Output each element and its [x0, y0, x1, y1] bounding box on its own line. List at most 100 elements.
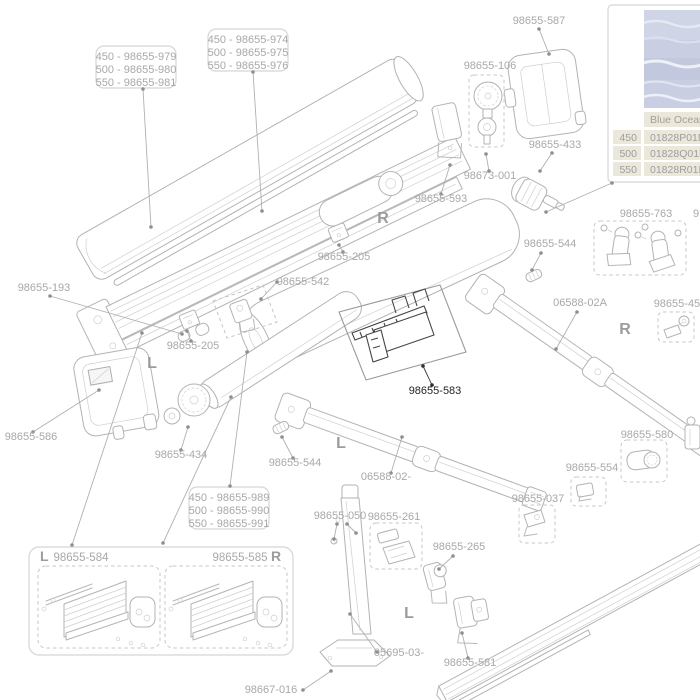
fabric-box: Blue Ocean 450 01828P01N 500 01828Q01N 5… — [607, 4, 700, 183]
leader-dot — [484, 152, 488, 156]
leader-dot — [460, 631, 464, 635]
arm-l-drawing — [274, 392, 547, 512]
part-label-lbl-261: 98655-261 — [368, 511, 421, 523]
leader-line — [545, 182, 613, 213]
part-205a-drawing — [327, 222, 349, 243]
kit-box-b — [207, 28, 289, 72]
leader-dot — [544, 210, 548, 214]
fabric-row-size: 450 — [619, 132, 637, 144]
leader-dot — [451, 554, 455, 558]
part-label-lbl-763: 98655-763 — [620, 208, 673, 220]
leader-line — [422, 365, 433, 386]
part-label-lbl-050: 98655-050 — [314, 510, 367, 522]
kit-c-line-2: 550 - 98655-991 — [189, 518, 270, 530]
part-label-lbl-205a: 98655-205 — [318, 251, 371, 263]
part-label-lbl-580: 98655-580 — [621, 429, 674, 441]
part-106-drawing — [468, 74, 505, 148]
part-581-drawing — [453, 595, 489, 645]
part-label-lbl-554: 98655-554 — [566, 462, 619, 474]
leader-dot — [421, 364, 425, 368]
end-kit-left-drawing — [41, 580, 156, 648]
part-593-drawing — [431, 102, 463, 159]
leader-dot — [348, 612, 352, 616]
part-label-lbl-544a: 98655-544 — [524, 238, 577, 250]
part-label-lbl-0569: 05695-03- — [374, 647, 424, 659]
part-label-lbl-593: 98655-593 — [415, 193, 468, 205]
part-label-lbl-542: 98655-542 — [277, 276, 330, 288]
leader-dot — [245, 350, 249, 354]
kit-a-line-2: 550 - 98655-981 — [96, 77, 177, 89]
part-label-lbl-02: 06588-02- — [361, 471, 411, 483]
leader-dot — [547, 52, 551, 56]
part-544a-drawing — [525, 268, 543, 283]
leader-dot — [537, 27, 541, 31]
part-label-lbl-581: 98655-581 — [444, 657, 497, 669]
kit-b-line-2: 550 - 98655-976 — [208, 60, 289, 72]
leader-line — [142, 88, 152, 228]
part-label-lbl-673: 98673-001 — [464, 170, 517, 182]
leader-line — [538, 28, 550, 55]
leader-dot — [329, 669, 333, 673]
leader-line — [71, 332, 143, 546]
leader-line — [162, 396, 232, 544]
leader-line — [390, 436, 403, 474]
leader-dot — [430, 383, 434, 387]
leader-dot — [260, 209, 264, 213]
part-label-lbl-434: 98655-434 — [155, 449, 208, 461]
part-544b-drawing — [272, 420, 290, 435]
leader-line — [461, 632, 469, 659]
part-label-lbl-544b: 98655-544 — [269, 457, 322, 469]
part-554-drawing — [570, 476, 607, 507]
part-205b-drawing — [178, 309, 200, 330]
awning-lid-drawing — [76, 56, 424, 286]
part-label-lbl-433: 98655-433 — [529, 139, 582, 151]
leader-dot — [189, 339, 193, 343]
kit-c-line-1: 500 - 98655-990 — [189, 505, 270, 517]
leader-line — [302, 670, 332, 691]
leader-dot — [97, 388, 101, 392]
leader-dot — [179, 448, 183, 452]
part-label-lbl-586: 98655-586 — [5, 431, 58, 443]
fabric-row-code: 01828R01N — [650, 164, 700, 176]
leader-dot — [400, 435, 404, 439]
leader-dot — [161, 541, 165, 545]
leader-dot — [354, 531, 358, 535]
kit-a-line-1: 500 - 98655-980 — [96, 64, 177, 76]
end-kit-right-drawing — [168, 580, 283, 648]
leader-line — [252, 71, 263, 212]
leader-dot — [280, 435, 284, 439]
leader-dot — [335, 522, 339, 526]
leader-dot — [575, 310, 579, 314]
leader-dot — [259, 297, 263, 301]
leader-dot — [345, 522, 349, 526]
panel-left-number: 98655-584 — [54, 552, 110, 564]
leader-line — [180, 426, 189, 451]
leader-line — [440, 164, 451, 195]
leader-dot — [185, 329, 189, 333]
part-label-lbl-02a: 06588-02A — [553, 297, 607, 309]
leader-dot — [275, 280, 279, 284]
leader-line — [260, 281, 278, 300]
leader-line — [346, 523, 357, 534]
leader-dot — [610, 181, 614, 185]
fabric-swatch — [644, 10, 700, 108]
leader-dot — [140, 331, 144, 335]
part-label-lbl-037: 98655-037 — [512, 493, 565, 505]
part-193-drawing — [177, 322, 210, 342]
kit-c-line-0: 450 - 98655-989 — [189, 492, 270, 504]
awning-case-drawing — [76, 136, 471, 372]
leader-line — [49, 295, 183, 335]
fabric-row-code: 01828Q01N — [650, 148, 700, 160]
leader-line — [333, 523, 338, 540]
leader-dot — [48, 294, 52, 298]
leader-line — [281, 436, 294, 459]
part-580-drawing — [620, 439, 668, 483]
part-label-lbl-265: 98655-265 — [433, 541, 486, 553]
part-label-lbl-106: 98655-106 — [464, 60, 517, 72]
part-434-drawing — [163, 383, 211, 425]
leader-dot — [332, 537, 336, 541]
leader-lines — [31, 27, 614, 692]
